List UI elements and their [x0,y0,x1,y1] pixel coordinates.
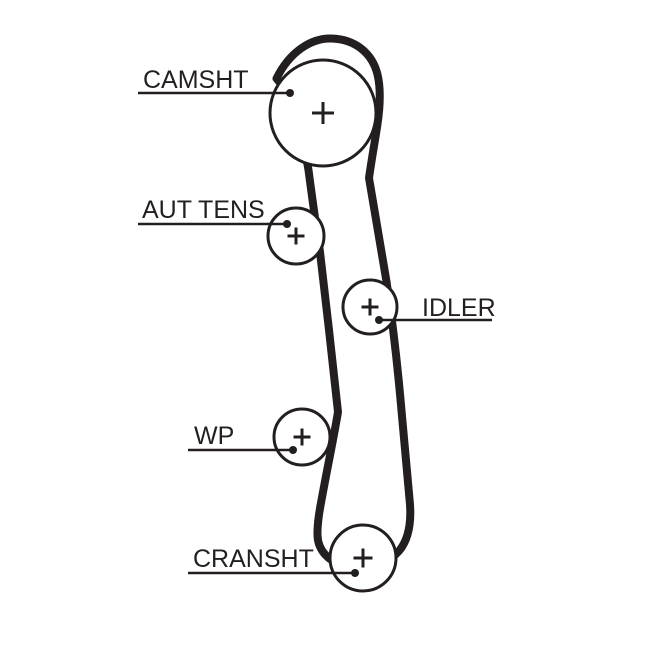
label-idler: IDLER [422,294,496,322]
pulley-camshaft [268,58,378,168]
callout-camshaft: CAMSHT [138,66,294,97]
leader-dot-idler [375,316,383,324]
pulley-crankshaft [328,523,398,593]
label-layer: CAMSHT AUT TENS IDLER WP CRANSHT [138,66,496,577]
leader-dot-auto-tensioner [283,220,291,228]
callout-water-pump: WP [188,422,297,454]
label-auto-tensioner: AUT TENS [142,196,265,224]
pulley-idler [341,278,399,336]
leader-dot-water-pump [289,446,297,454]
label-crankshaft: CRANSHT [193,545,314,573]
pulley-water-pump [272,407,332,467]
callout-auto-tensioner: AUT TENS [138,196,291,228]
pulley-auto-tensioner [266,206,326,266]
callout-idler: IDLER [375,294,496,324]
label-water-pump: WP [194,422,234,450]
label-camshaft: CAMSHT [143,66,249,94]
leader-dot-crankshaft [351,569,359,577]
leader-dot-camshaft [286,89,294,97]
callout-crankshaft: CRANSHT [188,545,359,577]
